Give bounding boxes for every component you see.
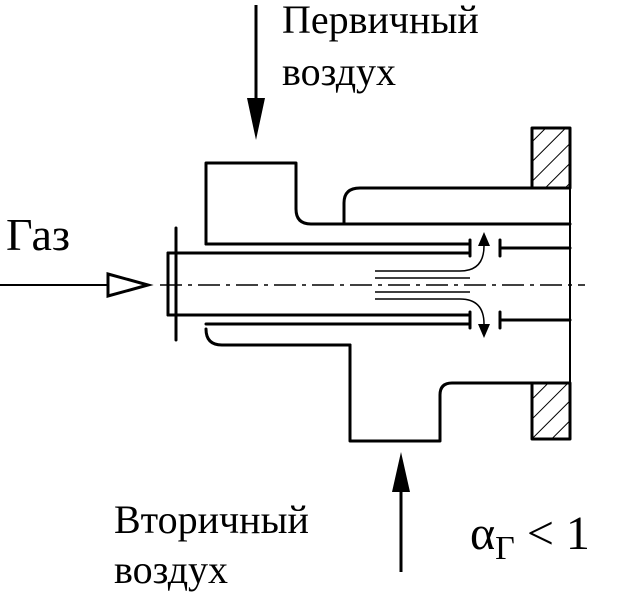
alpha-subscript: Г: [495, 530, 515, 567]
alpha-relation: < 1: [514, 507, 590, 560]
gas-flow-line-upper: [375, 245, 485, 272]
gas-label: Газ: [6, 209, 71, 260]
gas-flow-arrowhead-up: [478, 232, 490, 246]
secondary-air-label-line2: воздух: [114, 547, 229, 592]
primary-air-label-line2: воздух: [282, 49, 397, 94]
primary-air-label-line1: Первичный: [282, 0, 479, 42]
secondary-air-housing-lower: [348, 343, 534, 443]
secondary-air-arrowhead: [392, 452, 410, 492]
alpha-symbol: α: [470, 507, 496, 560]
wall-upper-section: [530, 126, 572, 190]
primary-air-housing-upper: [204, 161, 572, 246]
excess-air-ratio-formula: αГ < 1: [470, 510, 590, 566]
primary-air-housing-lower: [204, 327, 352, 347]
secondary-air-label-line1: Вторичный: [114, 497, 309, 542]
wall-lower-section: [530, 381, 572, 441]
gas-flow-arrowhead-down: [478, 324, 490, 338]
secondary-air-housing-upper: [342, 186, 534, 226]
primary-air-arrowhead: [247, 98, 265, 140]
gas-flow-line-lower: [375, 298, 485, 325]
gas-inlet-arrowhead: [106, 272, 154, 298]
